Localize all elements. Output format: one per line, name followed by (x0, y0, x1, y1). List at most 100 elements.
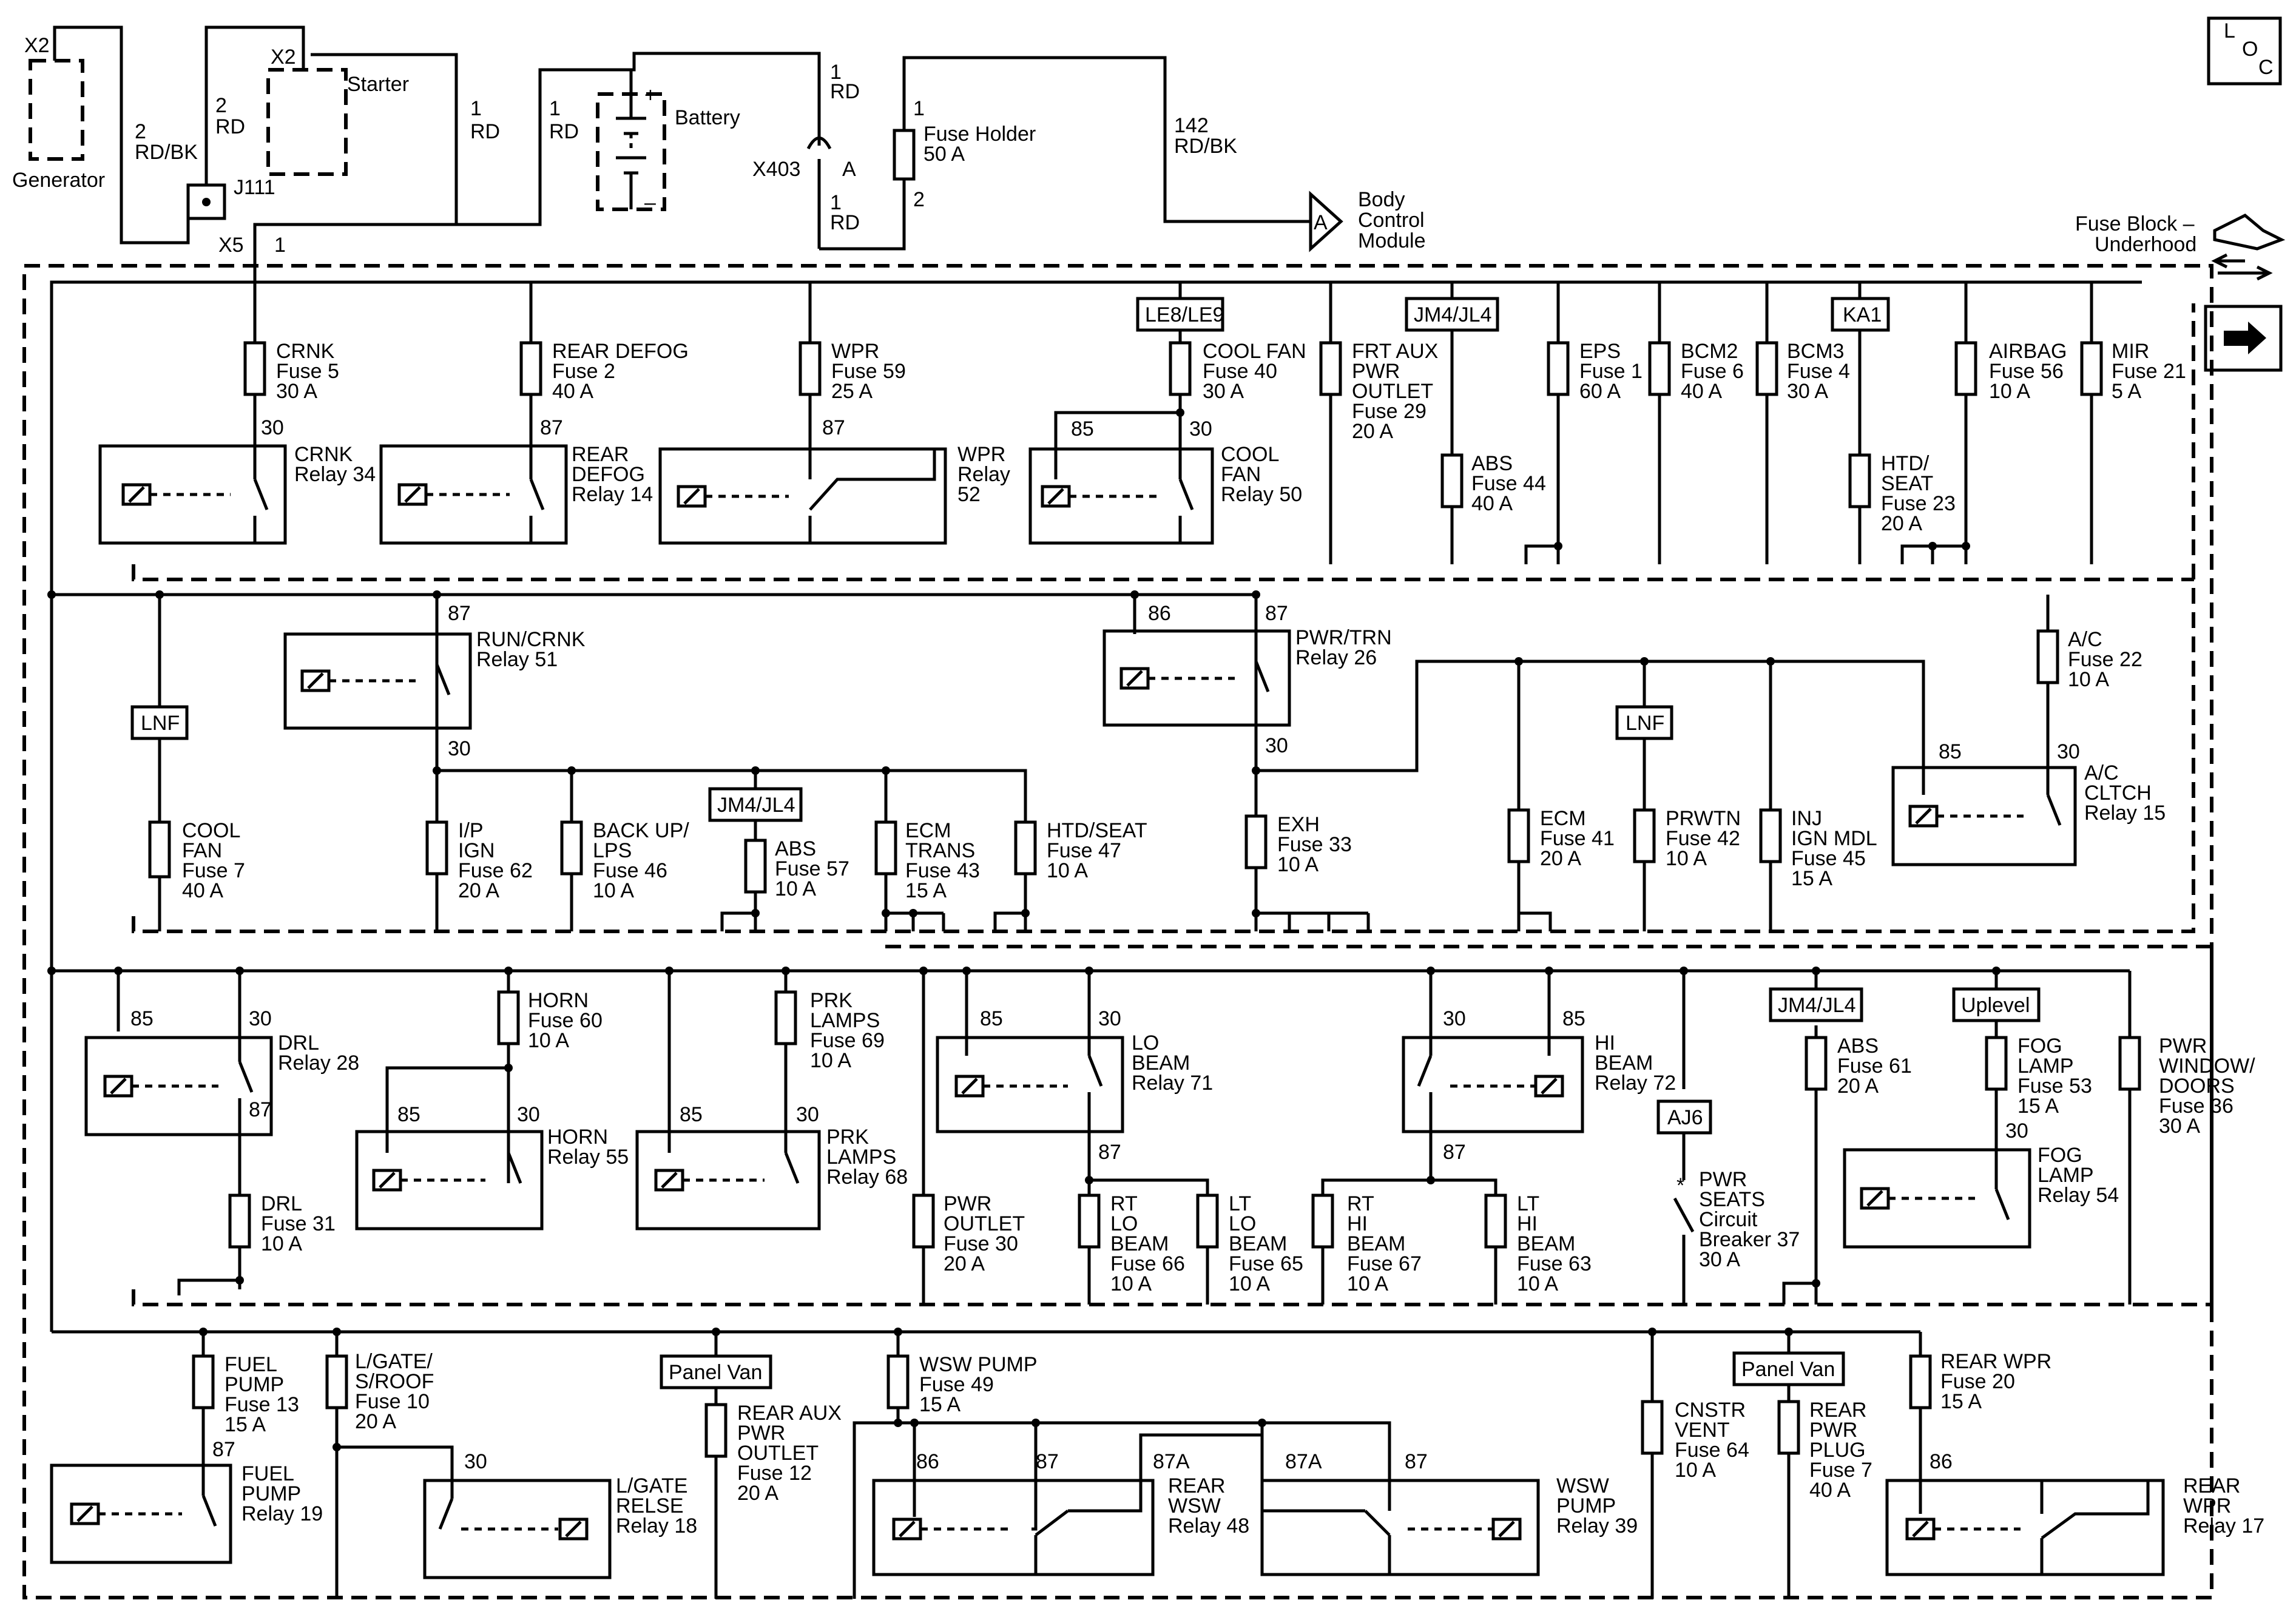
circuit-breaker-symbol (1673, 1197, 1695, 1233)
svg-text:5 A: 5 A (2112, 380, 2141, 403)
svg-text:10 A: 10 A (1229, 1272, 1270, 1295)
relay-17 (1885, 1479, 2165, 1576)
svg-text:I/P: I/P (458, 819, 484, 842)
fuse-33 (1244, 814, 1268, 869)
svg-text:FUEL: FUEL (225, 1353, 277, 1376)
svg-text:RUN/CRNK: RUN/CRNK (476, 628, 586, 651)
next-page-box[interactable] (2204, 305, 2283, 372)
svg-text:10 A: 10 A (1347, 1272, 1388, 1295)
svg-text:FOG: FOG (2038, 1144, 2082, 1167)
svg-text:LT: LT (1229, 1192, 1251, 1215)
svg-text:1: 1 (830, 191, 842, 214)
svg-text:REAR AUX: REAR AUX (737, 1402, 842, 1425)
svg-text:Fuse 20: Fuse 20 (1940, 1370, 2015, 1393)
svg-text:LAMP: LAMP (2017, 1055, 2074, 1078)
svg-text:85: 85 (130, 1007, 154, 1030)
svg-text:Fuse 59: Fuse 59 (831, 360, 906, 383)
svg-text:CRNK: CRNK (294, 443, 353, 466)
fuse-36 (2118, 1036, 2141, 1091)
svg-text:15 A: 15 A (1791, 867, 1832, 890)
generator-connector: X2 (24, 34, 50, 57)
svg-text:S/ROOF: S/ROOF (355, 1370, 434, 1393)
svg-text:Relay: Relay (957, 463, 1010, 486)
svg-text:10 A: 10 A (1047, 859, 1088, 882)
svg-text:L/GATE: L/GATE (616, 1474, 687, 1497)
svg-text:Fuse 22: Fuse 22 (2068, 648, 2142, 671)
starter (266, 68, 348, 176)
svg-text:10 A: 10 A (593, 879, 634, 902)
svg-text:Fuse 12: Fuse 12 (737, 1462, 812, 1485)
fuse-21 (2080, 341, 2103, 396)
svg-text:10 A: 10 A (2068, 668, 2109, 691)
svg-text:FOG: FOG (2017, 1035, 2062, 1058)
svg-text:Fuse 4: Fuse 4 (1787, 360, 1850, 383)
gen-wire-color: RD/BK (135, 141, 198, 164)
svg-text:BEAM: BEAM (1347, 1232, 1405, 1255)
svg-text:TRANS: TRANS (905, 839, 975, 862)
loc-box (2207, 16, 2282, 86)
svg-text:ABS: ABS (1837, 1035, 1879, 1058)
svg-text:Relay 54: Relay 54 (2038, 1184, 2119, 1207)
svg-text:30 A: 30 A (1699, 1248, 1740, 1271)
svg-text:Fuse 60: Fuse 60 (528, 1009, 603, 1032)
arrow-right-icon[interactable] (2224, 322, 2266, 354)
svg-text:10 A: 10 A (1110, 1272, 1152, 1295)
svg-text:A: A (1314, 211, 1328, 234)
fuse-7a (148, 820, 171, 879)
svg-text:LAMPS: LAMPS (810, 1009, 880, 1032)
svg-text:PUMP: PUMP (1556, 1494, 1616, 1517)
svg-text:Fuse 63: Fuse 63 (1517, 1252, 1592, 1275)
fuse-22 (2036, 629, 2059, 684)
svg-text:1: 1 (913, 97, 925, 120)
svg-text:Relay 50: Relay 50 (1221, 483, 1302, 506)
svg-text:87: 87 (822, 416, 845, 439)
svg-text:85: 85 (680, 1103, 703, 1126)
relay-14 (379, 444, 568, 545)
svg-text:50 A: 50 A (923, 143, 965, 166)
svg-text:86: 86 (1148, 602, 1171, 625)
battery-icon (616, 70, 646, 209)
svg-text:PRK: PRK (826, 1126, 869, 1149)
bcm-connector-icon (1309, 191, 1343, 252)
breaker-star-icon: * (1676, 1174, 1684, 1197)
svg-text:WINDOW/: WINDOW/ (2159, 1055, 2255, 1078)
svg-text:JM4/JL4: JM4/JL4 (1414, 303, 1492, 326)
relay-50 (1028, 447, 1214, 545)
svg-text:87: 87 (540, 416, 563, 439)
svg-text:HORN: HORN (528, 989, 589, 1012)
svg-text:85: 85 (397, 1103, 420, 1126)
option-jm4-2 (708, 787, 803, 822)
svg-text:RD: RD (830, 80, 860, 103)
svg-text:REAR: REAR (2183, 1474, 2240, 1497)
fuse-1 (1547, 341, 1570, 396)
svg-text:85: 85 (980, 1007, 1003, 1030)
svg-text:CLTCH: CLTCH (2084, 781, 2152, 805)
svg-text:Fuse 42: Fuse 42 (1666, 827, 1740, 850)
svg-text:BACK UP/: BACK UP/ (593, 819, 689, 842)
svg-text:40 A: 40 A (1471, 492, 1513, 515)
svg-text:Fuse 5: Fuse 5 (276, 360, 339, 383)
svg-text:WSW: WSW (1168, 1494, 1221, 1517)
fuse-67 (1311, 1193, 1334, 1249)
svg-text:PWR/TRN: PWR/TRN (1295, 626, 1392, 649)
fuse-47 (1014, 820, 1037, 876)
svg-text:Fuse 56: Fuse 56 (1989, 360, 2064, 383)
svg-text:DRL: DRL (261, 1192, 302, 1215)
svg-text:RD/BK: RD/BK (1174, 135, 1237, 158)
svg-text:PWR: PWR (2159, 1035, 2207, 1058)
svg-text:30: 30 (1098, 1007, 1121, 1030)
svg-text:Fuse 66: Fuse 66 (1110, 1252, 1185, 1275)
svg-text:FRT AUX: FRT AUX (1352, 340, 1438, 363)
svg-text:Relay 72: Relay 72 (1595, 1072, 1676, 1095)
svg-text:Relay 14: Relay 14 (572, 483, 653, 506)
svg-text:1: 1 (470, 97, 482, 120)
relay-39 (1260, 1479, 1540, 1576)
svg-text:AJ6: AJ6 (1667, 1106, 1703, 1129)
fuse-12 (704, 1403, 728, 1458)
svg-text:20 A: 20 A (944, 1252, 985, 1275)
svg-text:Breaker 37: Breaker 37 (1699, 1228, 1800, 1251)
svg-text:10 A: 10 A (261, 1232, 302, 1255)
svg-text:Fuse 49: Fuse 49 (919, 1373, 994, 1396)
svg-text:10 A: 10 A (1517, 1272, 1558, 1295)
svg-text:RD: RD (215, 115, 245, 138)
